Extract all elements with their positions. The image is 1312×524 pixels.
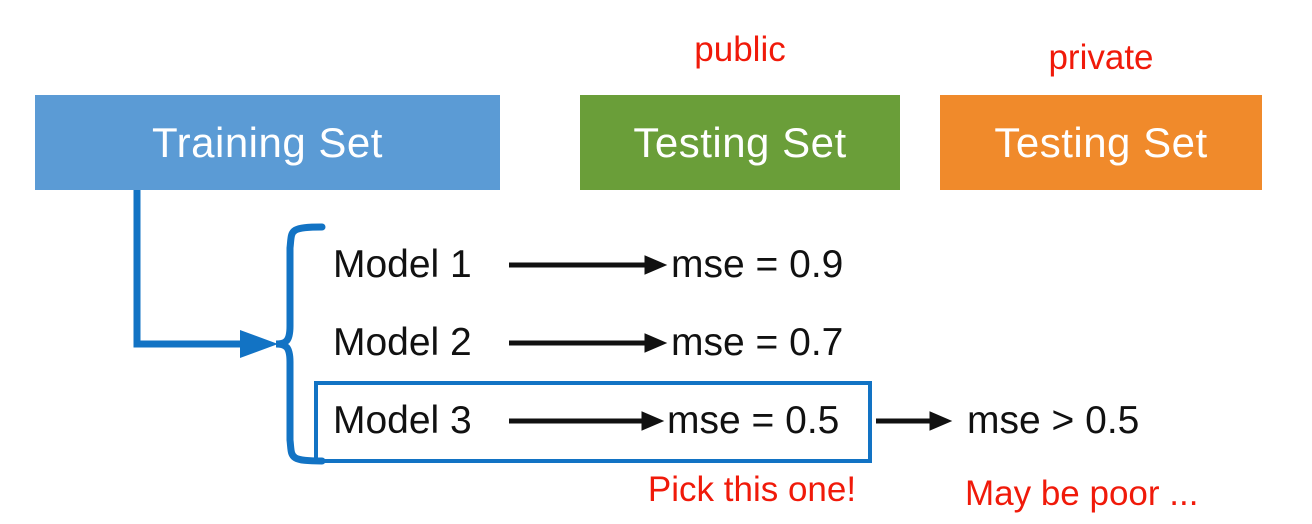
model-2-label: Model 2 [333,321,472,364]
private-tag-label: private [1048,38,1154,77]
public-testing-set-box[interactable]: Testing Set [580,95,900,190]
model-1-mse-value: mse = 0.9 [671,243,844,286]
training-trunk-line [133,190,262,348]
model-2-mse-value: mse = 0.7 [671,321,844,364]
private-testing-set-box[interactable]: Testing Set [940,95,1262,190]
pick-this-one-annotation: Pick this one! [647,470,857,509]
selected-model-highlight[interactable] [314,381,872,463]
model-1-label: Model 1 [333,243,472,286]
arrow-head-final [929,411,953,431]
private-mse-value: mse > 0.5 [967,399,1140,442]
training-set-label: Training Set [152,118,383,166]
may-be-poor-annotation: May be poor ... [965,474,1199,513]
training-arrowhead [240,330,278,358]
arrow-head-model-1 [644,255,668,275]
arrow-head-model-2 [644,333,668,353]
model-3-label: Model 3 [333,399,472,442]
model-3-mse-value: mse = 0.5 [667,399,840,442]
training-set-box[interactable]: Training Set [35,95,500,190]
private-testing-set-label: Testing Set [994,118,1208,166]
public-testing-set-label: Testing Set [633,118,847,166]
public-tag-label: public [694,30,786,69]
